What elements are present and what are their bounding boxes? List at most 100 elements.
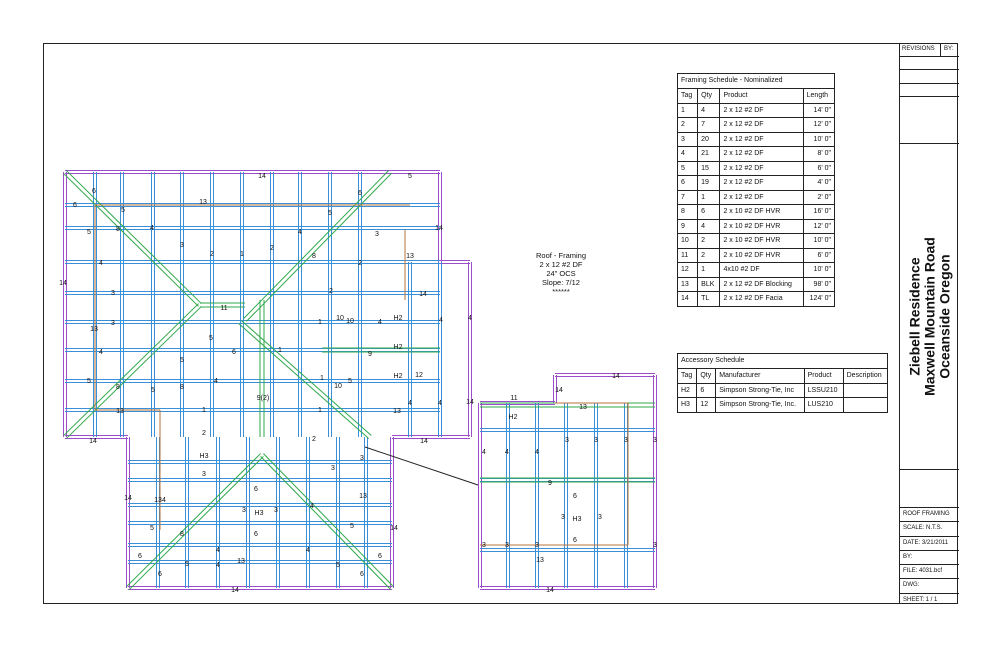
member-tag: 3 [561,514,565,521]
member-tag: 1 [318,407,322,414]
blocking-tag: 13 [536,557,544,564]
framing-schedule-cell: 6 [697,204,721,220]
member-tag: 4 [438,400,442,407]
member-tag: 6 [360,571,364,578]
note-stars: ****** [552,287,570,296]
ridge-tag: 11 [510,395,517,402]
blocking-tag: 13 [90,326,98,333]
member-tag: 8 [116,384,120,391]
accessory-schedule-cell: Simpson Strong-Tie, Inc [715,382,805,398]
facia-tag: 14 [466,399,474,406]
member-tag: 6 [358,190,362,197]
member-tag: 6 [378,553,382,560]
member-tag: 4 [150,225,154,232]
hip-ridge-member [240,320,372,436]
member-tag: 8 [180,531,184,538]
member-tag: 5 [408,173,412,180]
framing-schedule-cell: 2 [676,117,699,133]
note-spacing: 24" OCS [546,269,576,278]
blocking-tag: 13 [199,199,207,206]
member-tag: 6 [254,531,258,538]
member-tag: 4 [439,317,443,324]
member-tag: 2 [270,245,274,252]
accessory-schedule-cell [842,397,889,413]
beam-tag: 9(2) [257,395,269,402]
member-tag: 2 [358,260,362,267]
framing-schedule-cell: 12' 0" [802,218,836,234]
framing-schedule-cell: 2 x 12 #2 DF [719,146,804,162]
framing-schedule-cell: 124' 0" [802,291,836,307]
member-tag: 4 [216,562,220,569]
member-tag: 2 [202,430,206,437]
member-tag: 8 [116,226,120,233]
facia-tag: 14 [419,291,427,298]
member-tag: 4 [408,400,412,407]
member-tag: 9 [548,480,552,487]
note-member: 2 x 12 #2 DF [539,260,583,269]
blocking-tag: 13 [579,404,587,411]
framing-schedule-cell: 2 [697,233,721,249]
framing-schedule-cell: 16' 0" [802,204,836,220]
revision-row [900,84,959,97]
sheet-title: ROOF FRAMING [900,507,959,521]
revisions-header: REVISIONS BY: [900,43,959,57]
accessory-schedule-cell: 12 [696,397,717,413]
framing-schedule-cell: 2 x 10 #2 DF HVR [719,233,804,249]
framing-schedule-cell: 5 [676,160,699,176]
framing-members [63,170,657,590]
framing-schedule-cell: 2 x 10 #2 DF HVR [719,247,804,263]
member-tag: 3 [624,437,628,444]
framing-schedule-cell: 4 [697,218,721,234]
framing-schedule-cell: 7 [676,189,699,205]
member-tag: 4 [214,378,218,385]
member-tag: 2 [210,251,214,258]
framing-schedule-header-cell: Length [802,88,836,104]
accessory-schedule-header-cell: Tag [676,368,698,384]
member-tag: 4 [535,449,539,456]
revisions-by-label: BY: [944,46,954,52]
framing-schedule-cell: 2 x 12 #2 DF [719,117,804,133]
blocking-tag: 13 [393,408,401,415]
facia-tag: 14 [59,280,67,287]
framing-schedule-cell: 8' 0" [802,146,836,162]
member-tag: 4 [99,349,103,356]
member-tag: 4 [99,260,103,267]
blocking-tag: 13 [406,253,414,260]
member-tag: 3 [653,542,657,549]
member-tag: 10 [334,383,342,390]
accessory-schedule-cell: H3 [676,397,698,413]
member-tag: 4 [216,547,220,554]
hanger-tag: H2 [509,414,518,421]
member-tag: 6 [573,537,577,544]
member-tag: 4 [505,449,509,456]
project-name: Ziebell Residence [906,257,923,376]
sheet-number: SHEET: 1 / 1 [900,592,959,607]
member-tag: 6 [73,202,77,209]
member-tag: 2 [312,436,316,443]
revisions-label: REVISIONS [900,43,941,56]
member-tag: 8 [180,384,184,391]
framing-schedule-cell: 15 [697,160,721,176]
framing-schedule-cell: 1 [676,102,699,118]
framing-schedule-cell: 21 [697,146,721,162]
framing-schedule-cell: 10' 0" [802,233,836,249]
framing-schedule-cell: 13 [676,276,699,292]
framing-schedule-cell: 7 [697,117,721,133]
framing-schedule-cell: 4x10 #2 DF [719,262,804,278]
framing-schedule-cell: 10 [676,233,699,249]
framing-schedule-cell: 1 [697,262,721,278]
member-tag: 4 [298,229,302,236]
member-tag: 3 [653,437,657,444]
member-tag: 3 [565,437,569,444]
framing-schedule-cell: TL [697,291,721,307]
member-tag: 5 [121,207,125,214]
hip-ridge-member [260,456,391,590]
member-tag: 4 [482,449,486,456]
hanger-tag: H2 [394,315,403,322]
framing-schedule-cell: 6 [676,175,699,191]
